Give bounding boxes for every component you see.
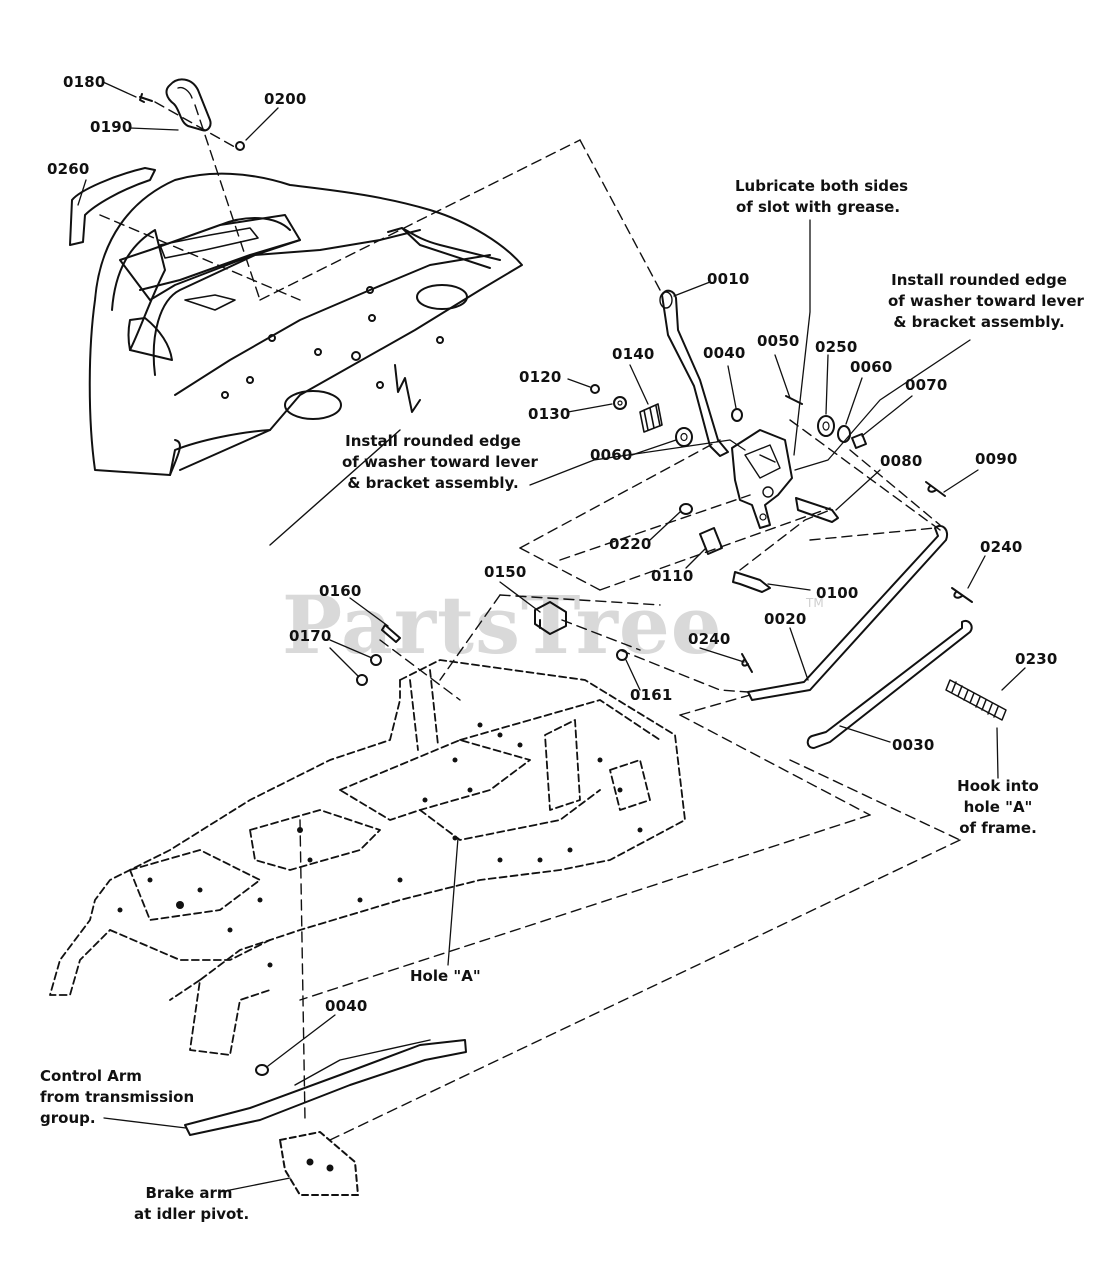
note-washer-orientation-left: Install rounded edge of washer toward le… [342, 432, 538, 492]
part-0170-nut-a [370, 654, 382, 666]
note-lubricate-slot: Lubricate both sides of slot with grease… [735, 177, 909, 216]
label-part-0170: 0170 [289, 627, 332, 645]
label-part-0020: 0020 [764, 610, 807, 628]
label-part-0190: 0190 [90, 118, 133, 136]
part-0040-washer-top [731, 408, 743, 422]
label-part-0050: 0050 [757, 332, 800, 350]
part-0090-cotter-pin [925, 481, 946, 497]
part-0060-washer-right [837, 425, 851, 443]
part-0230-spring [945, 679, 1007, 721]
note-brake-arm: Brake arm at idler pivot. [134, 1184, 250, 1223]
label-part-0030: 0030 [892, 736, 935, 754]
part-0120-nut [590, 384, 600, 394]
label-part-0240-right: 0240 [980, 538, 1023, 556]
part-0161-nut [616, 649, 628, 661]
part-0150-block [534, 601, 567, 635]
label-part-0220: 0220 [609, 535, 652, 553]
control-arm [184, 1039, 467, 1136]
part-0140-spring [639, 403, 663, 433]
label-part-0120: 0120 [519, 368, 562, 386]
part-0200-nut [235, 141, 245, 151]
part-0190-knob [165, 78, 212, 132]
label-part-0060-right: 0060 [850, 358, 893, 376]
label-part-0080: 0080 [880, 452, 923, 470]
watermark-trademark: TM [806, 596, 824, 610]
part-0100-bolt [732, 571, 771, 593]
part-0260-handle [69, 167, 156, 246]
part-0010-lever [661, 289, 729, 457]
label-part-0040-bottom: 0040 [325, 997, 368, 1015]
label-part-0100: 0100 [816, 584, 859, 602]
part-0130-washer [613, 396, 627, 410]
part-0220-nut [679, 503, 693, 515]
fender-body [88, 172, 523, 476]
label-part-0110: 0110 [651, 567, 694, 585]
label-part-0060-left: 0060 [590, 446, 633, 464]
part-0180-screw [139, 93, 153, 103]
label-part-0240-left: 0240 [688, 630, 731, 648]
part-0110-spacer [699, 527, 723, 555]
part-0060-washer-left [675, 427, 693, 447]
part-0240-cotter-pin-right [951, 587, 973, 603]
part-0170-nut-b [356, 674, 368, 686]
part-0030-rod [806, 620, 973, 749]
label-part-0140: 0140 [612, 345, 655, 363]
label-part-0040-top: 0040 [703, 344, 746, 362]
partstree-watermark: PartsTree [282, 578, 723, 672]
note-washer-orientation-right: Install rounded edge of washer toward le… [888, 271, 1084, 331]
note-hook-into-hole: Hook into hole "A" of frame. [957, 777, 1039, 837]
bracket-assembly [731, 429, 793, 529]
label-part-0160: 0160 [319, 582, 362, 600]
brake-arm [279, 1131, 359, 1196]
label-part-0260: 0260 [47, 160, 90, 178]
part-0160-bolt [381, 624, 401, 643]
label-part-0150: 0150 [484, 563, 527, 581]
part-0020-rod [747, 524, 948, 701]
label-part-0250: 0250 [815, 338, 858, 356]
label-part-0090: 0090 [975, 450, 1018, 468]
part-0080-bolt [795, 497, 839, 523]
label-part-0200: 0200 [264, 90, 307, 108]
part-0070-bushing [851, 433, 867, 449]
label-part-0010: 0010 [707, 270, 750, 288]
note-hole-a: Hole "A" [410, 967, 481, 985]
tractor-frame [49, 659, 686, 1056]
part-0250-washer [817, 415, 835, 437]
part-0240-cotter-pin-left [741, 653, 753, 673]
note-control-arm: Control Arm from transmission group. [40, 1067, 195, 1127]
label-part-0070: 0070 [905, 376, 948, 394]
label-part-0130: 0130 [528, 405, 571, 423]
label-part-0180: 0180 [63, 73, 106, 91]
label-part-0230: 0230 [1015, 650, 1058, 668]
label-part-0161: 0161 [630, 686, 673, 704]
